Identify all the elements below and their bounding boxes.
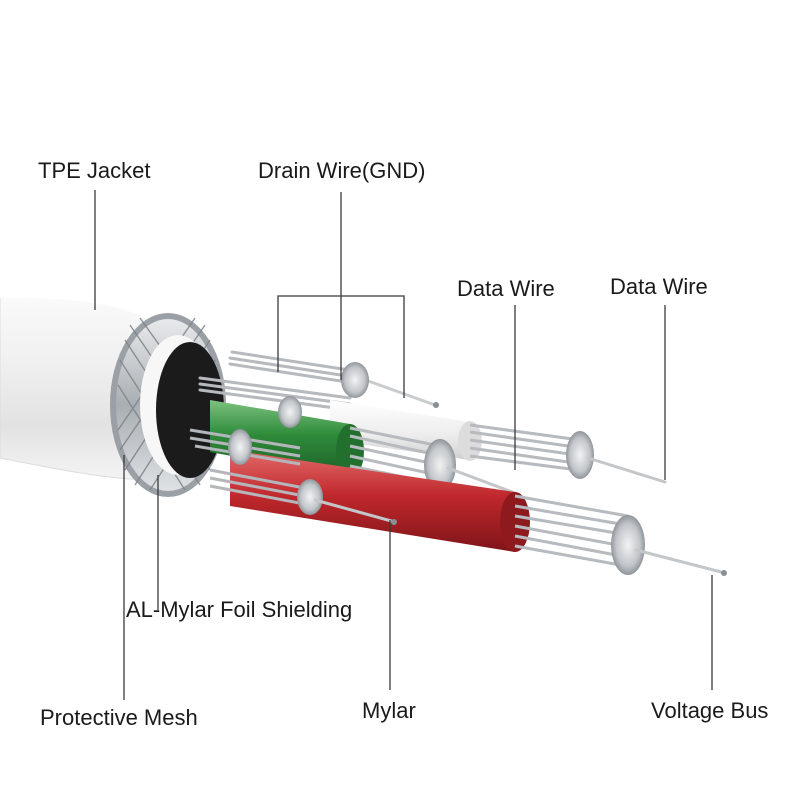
label-voltage-bus: Voltage Bus [651,698,769,723]
label-tpe-jacket: TPE Jacket [38,158,151,183]
green-data-wire-end [424,439,456,491]
label-data-wire-1: Data Wire [457,276,555,301]
label-foil-shielding: AL-Mylar Foil Shielding [126,597,353,622]
label-data-wire-2: Data Wire [610,274,708,299]
leader-lines [94,190,713,700]
label-drain-wire: Drain Wire(GND) [258,158,426,183]
label-protective-mesh: Protective Mesh [40,705,198,730]
leader-drain-bracket [277,295,405,398]
drain-wire-strands [198,350,364,412]
red-voltage-wire-insulation [230,450,515,552]
al-mylar-foil [156,342,224,478]
label-mylar: Mylar [362,698,416,723]
red-voltage-wire-end [611,515,645,575]
white-data-wire-end [566,431,594,479]
